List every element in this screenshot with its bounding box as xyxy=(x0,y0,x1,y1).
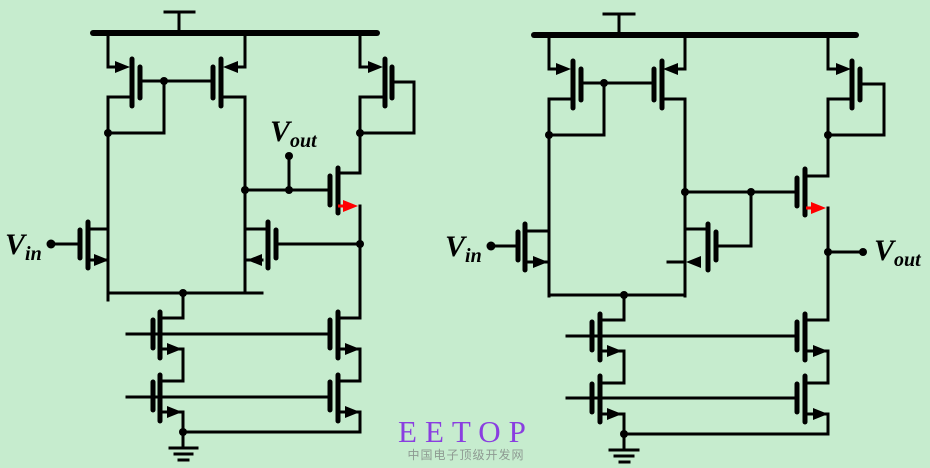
junction-dot-icon xyxy=(681,188,689,196)
watermark-subtitle: 中国电子顶级开发网 xyxy=(407,448,525,462)
left-circuit: Vin Vout xyxy=(5,10,416,462)
pmos-transistor-icon xyxy=(804,33,886,178)
vin-label: Vin xyxy=(445,230,482,267)
right-circuit: Vin Vout xyxy=(445,12,922,464)
pmos-transistor-icon xyxy=(106,31,212,302)
nmos-transistor-icon xyxy=(327,372,360,424)
highlight-arrow-icon xyxy=(343,200,358,212)
nmos-transistor-icon xyxy=(243,219,362,271)
nmos-transistor-icon xyxy=(565,373,830,436)
vout-label: Vout xyxy=(270,115,318,152)
junction-dot-icon xyxy=(179,428,187,436)
junction-dot-icon xyxy=(160,77,168,85)
nmos-transistor-icon xyxy=(327,309,362,383)
ground-icon xyxy=(168,430,199,462)
nmos-transistor-icon xyxy=(489,221,687,297)
junction-dot-icon xyxy=(620,291,628,299)
junction-dot-icon xyxy=(356,129,364,137)
nmos-transistor-icon xyxy=(794,373,828,425)
pmos-transistor-icon xyxy=(651,33,687,298)
nmos-transistor-icon xyxy=(49,219,247,295)
nmos-transistor-icon xyxy=(683,190,753,273)
input-terminal-icon xyxy=(46,239,56,249)
nmos-transistor-icon xyxy=(683,166,865,322)
nmos-transistor-icon xyxy=(125,291,332,383)
junction-dot-icon xyxy=(285,186,293,194)
pmos-transistor-icon xyxy=(336,31,416,175)
nmos-transistor-icon xyxy=(565,293,799,385)
output-terminal-icon xyxy=(285,152,293,160)
vin-label: Vin xyxy=(5,228,42,265)
pmos-transistor-icon xyxy=(547,33,654,298)
nmos-transistor-icon xyxy=(125,372,362,434)
highlight-arrow-icon xyxy=(811,202,826,214)
junction-dot-icon xyxy=(179,289,187,297)
input-terminal-icon xyxy=(486,241,496,251)
junction-dot-icon xyxy=(600,79,608,87)
nmos-transistor-icon xyxy=(794,311,830,385)
ground-icon xyxy=(608,432,640,464)
pmos-transistor-icon xyxy=(210,31,264,295)
junction-dot-icon xyxy=(824,248,832,256)
watermark-title: EETOP xyxy=(398,414,534,449)
junction-dot-icon xyxy=(356,240,364,248)
output-terminal-icon xyxy=(859,248,867,256)
supply-rail-icon xyxy=(90,10,380,36)
junction-dot-icon xyxy=(620,430,628,438)
vout-label: Vout xyxy=(874,234,922,271)
junction-dot-icon xyxy=(241,186,249,194)
junction-dot-icon xyxy=(824,131,832,139)
junction-dot-icon xyxy=(104,129,112,137)
junction-dot-icon xyxy=(545,131,553,139)
junction-dot-icon xyxy=(747,188,755,196)
supply-rail-icon xyxy=(531,12,859,38)
